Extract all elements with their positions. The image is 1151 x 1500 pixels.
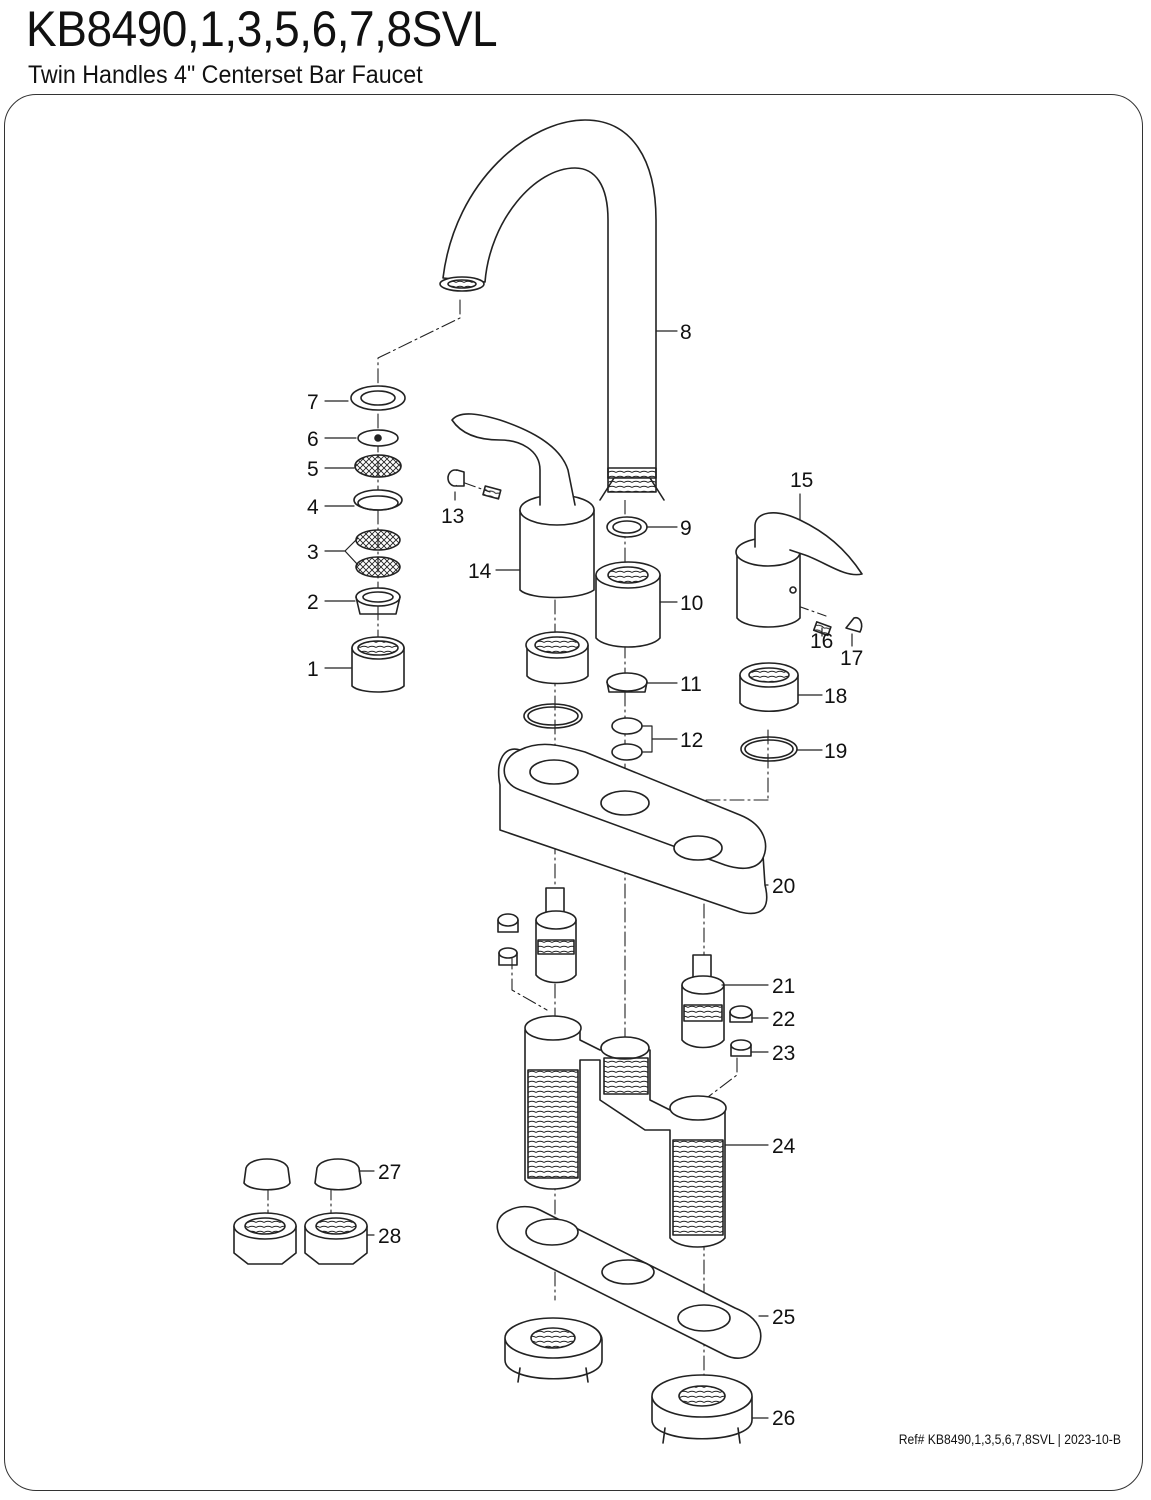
part-labels: 7 6 5 4 3 2 1 8 9 10 11 12 13 14 15 16 1… <box>307 321 863 1430</box>
part-label-24: 24 <box>772 1135 796 1158</box>
part-label-3: 3 <box>307 541 319 564</box>
part-label-16: 16 <box>810 630 833 653</box>
part-label-5: 5 <box>307 458 319 481</box>
part-label-20: 20 <box>772 875 795 898</box>
part-label-21: 21 <box>772 975 795 998</box>
left-lock-nut <box>525 631 589 685</box>
part-label-9: 9 <box>680 517 692 540</box>
part-label-8: 8 <box>680 321 692 344</box>
part-label-19: 19 <box>824 740 847 763</box>
spout-sleeve <box>595 561 661 648</box>
part-label-17: 17 <box>840 647 863 670</box>
aerator-assembly <box>350 385 406 693</box>
part-label-26: 26 <box>772 1407 795 1430</box>
mounting-nut-right <box>651 1374 753 1444</box>
coupling-nuts <box>233 1212 368 1265</box>
part-label-6: 6 <box>307 428 319 451</box>
mounting-nut-left <box>504 1317 603 1383</box>
ferrules <box>243 1158 362 1191</box>
diagram-subtitle: Twin Handles 4" Centerset Bar Faucet <box>28 61 423 89</box>
diagram-frame <box>4 94 1143 1491</box>
part-label-7: 7 <box>307 391 319 414</box>
part-label-4: 4 <box>307 496 319 519</box>
part-label-22: 22 <box>772 1008 795 1031</box>
diagram-title: KB8490,1,3,5,6,7,8SVL <box>26 1 498 57</box>
escutcheon <box>498 743 768 915</box>
base-plate <box>496 1205 762 1359</box>
left-cartridge <box>535 887 577 984</box>
left-handle <box>451 413 595 599</box>
reference-note: Ref# KB8490,1,3,5,6,7,8SVL | 2023-10-B <box>898 1432 1121 1447</box>
part-label-12: 12 <box>680 729 703 752</box>
part-label-1: 1 <box>307 658 319 681</box>
part-label-10: 10 <box>680 592 703 615</box>
part-label-2: 2 <box>307 591 319 614</box>
part-label-15: 15 <box>790 469 813 492</box>
centerline-aerator <box>377 299 461 386</box>
part-label-28: 28 <box>378 1225 401 1248</box>
part-label-18: 18 <box>824 685 847 708</box>
part-label-14: 14 <box>468 560 492 583</box>
part-label-27: 27 <box>378 1161 401 1184</box>
part-label-23: 23 <box>772 1042 795 1065</box>
right-cartridge <box>681 954 725 1049</box>
part-label-13: 13 <box>441 505 464 528</box>
part-label-25: 25 <box>772 1306 795 1329</box>
valve-body <box>524 1015 727 1248</box>
right-handle <box>735 512 863 628</box>
right-lock-nut <box>739 662 799 712</box>
spout <box>442 119 665 501</box>
part-label-11: 11 <box>680 673 702 696</box>
